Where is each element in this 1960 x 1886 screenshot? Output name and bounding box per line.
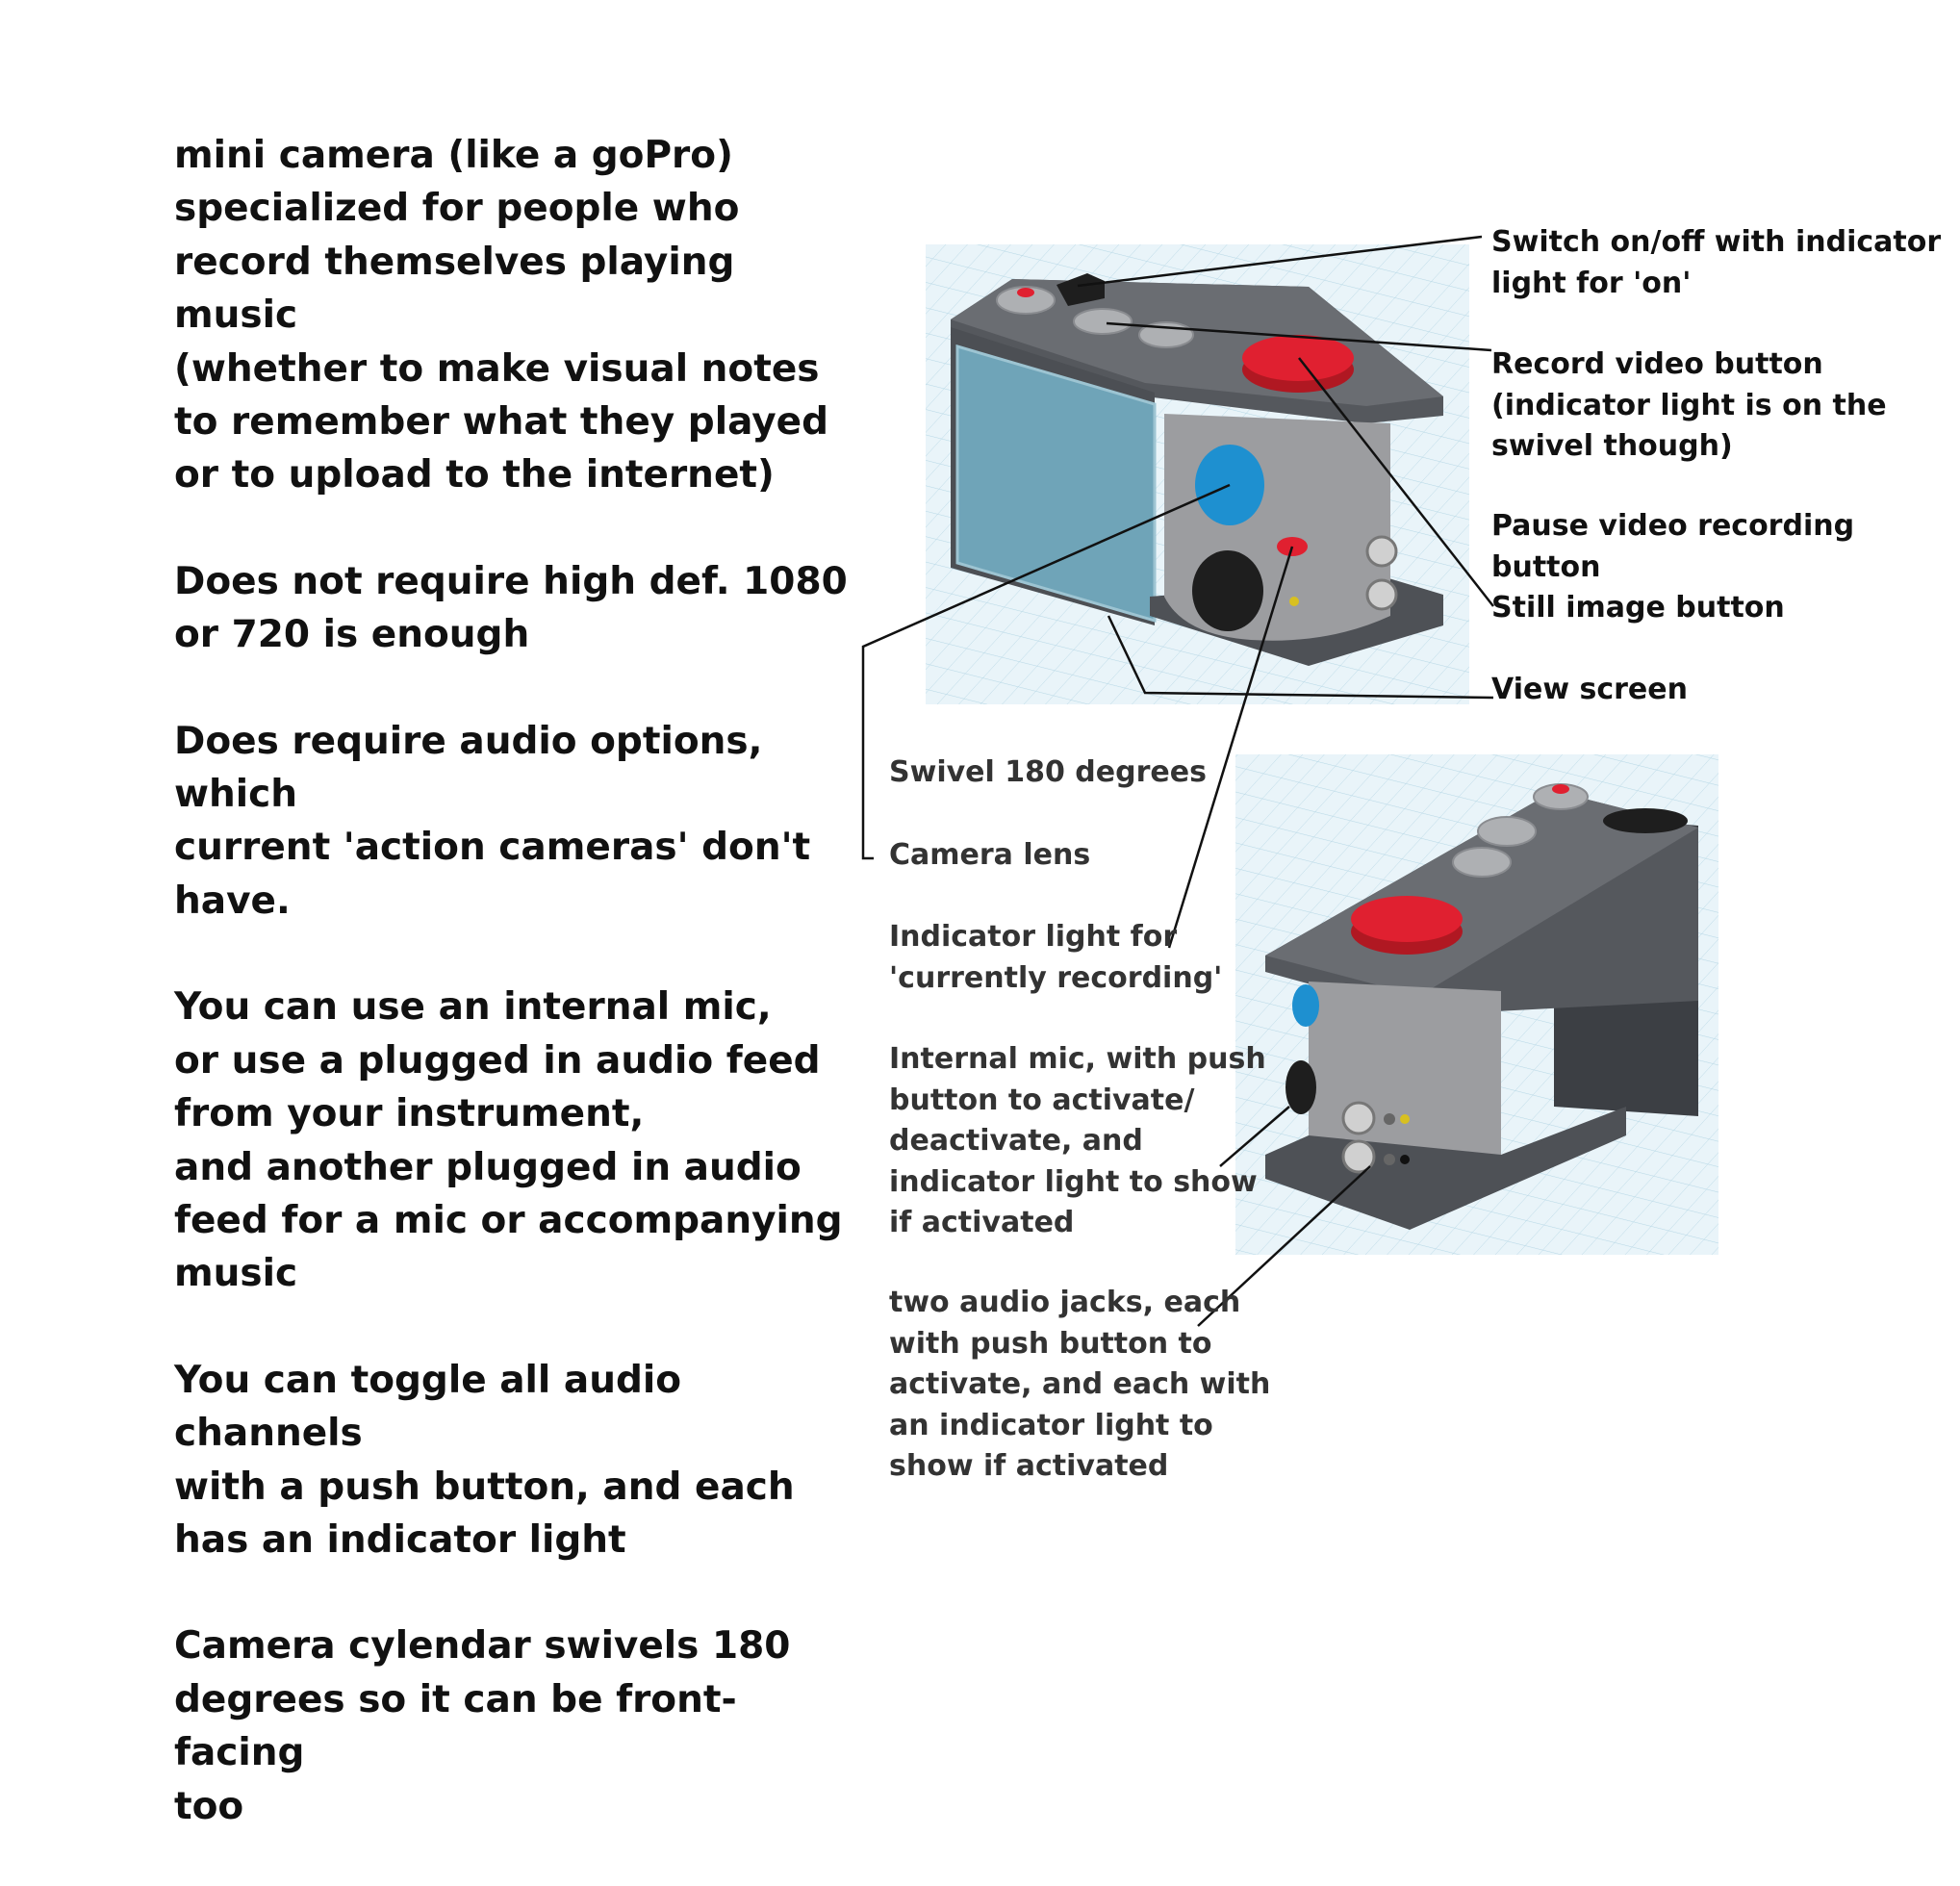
power-switch bbox=[1056, 273, 1105, 306]
audio-options-paragraph: Does require audio options, which curren… bbox=[174, 719, 811, 923]
label-view-screen: View screen bbox=[1491, 673, 1688, 706]
label-power-switch: Switch on/off with indicator light for '… bbox=[1491, 225, 1942, 300]
label-swivel: Swivel 180 degrees bbox=[889, 755, 1207, 789]
record-button bbox=[1242, 335, 1354, 381]
leader-lines bbox=[861, 235, 1494, 1327]
label-audio-jacks: two audio jacks, each with push button t… bbox=[889, 1286, 1271, 1483]
resolution-paragraph: Does not require high def. 1080 or 720 i… bbox=[174, 559, 848, 657]
camera-view-back bbox=[926, 244, 1469, 704]
mic-inputs-paragraph: You can use an internal mic, or use a pl… bbox=[174, 985, 843, 1296]
leader-switch bbox=[1077, 235, 1483, 288]
toggle-paragraph: You can toggle all audio channels with a… bbox=[174, 1358, 795, 1562]
leader-indicator bbox=[1167, 546, 1294, 949]
camera-view-front bbox=[1235, 754, 1718, 1255]
camera-diagram bbox=[861, 235, 1718, 1327]
pause-button bbox=[1073, 308, 1133, 335]
leader-lens bbox=[861, 483, 1231, 860]
label-still-button: Still image button bbox=[1491, 591, 1785, 624]
audio-jack-2 bbox=[1365, 578, 1398, 611]
leader-pause bbox=[1106, 321, 1492, 352]
power-switch-base bbox=[996, 286, 1056, 315]
mic-indicator-light bbox=[1289, 597, 1299, 606]
bottom-plate-2 bbox=[1265, 1107, 1626, 1230]
label-indicator-light: Indicator light for 'currently recording… bbox=[889, 920, 1223, 995]
label-camera-lens: Camera lens bbox=[889, 838, 1091, 872]
leader-mic bbox=[1219, 1106, 1290, 1167]
internal-mic bbox=[1192, 550, 1263, 631]
description-column: mini camera (like a goPro) specialized f… bbox=[174, 129, 848, 1886]
leader-view-screen bbox=[1107, 615, 1494, 700]
audio-jack-1 bbox=[1365, 535, 1398, 568]
leader-jacks bbox=[1197, 1165, 1371, 1327]
label-internal-mic: Internal mic, with push button to activa… bbox=[889, 1042, 1266, 1239]
view-screen bbox=[955, 344, 1157, 624]
label-record-button: Record video button (indicator light is … bbox=[1491, 347, 1887, 463]
label-pause-button: Pause video recording button bbox=[1491, 509, 1855, 584]
leader-record bbox=[1298, 357, 1494, 607]
power-indicator-light bbox=[1017, 288, 1034, 297]
intro-paragraph: mini camera (like a goPro) specialized f… bbox=[174, 134, 828, 497]
